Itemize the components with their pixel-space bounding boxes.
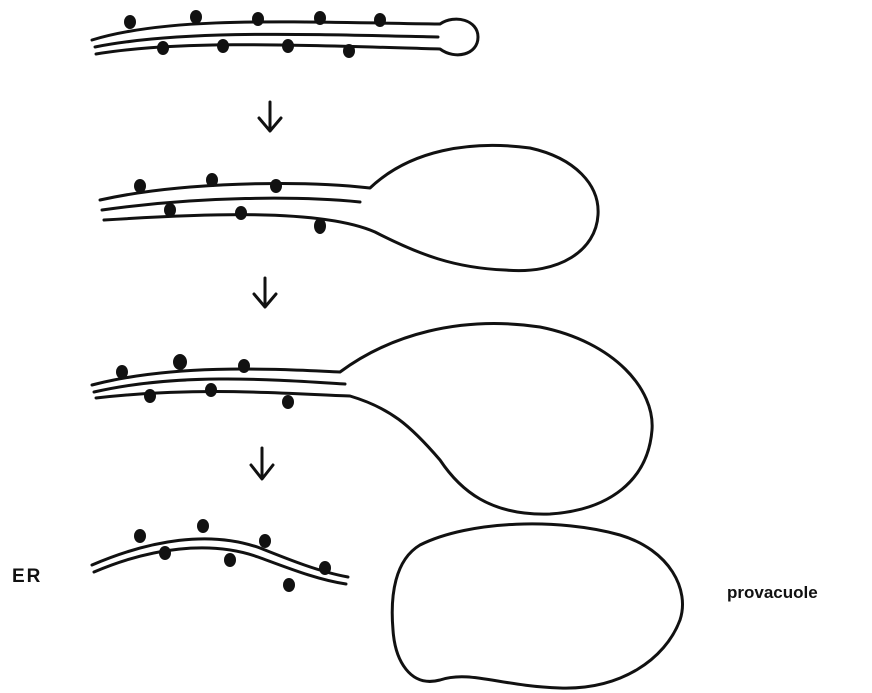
- stage-2-er-strand: [100, 145, 598, 270]
- stage-4-er-strand: [92, 519, 348, 592]
- stage-3-er-strand: [92, 324, 652, 515]
- er-label: ER: [12, 566, 42, 588]
- provacuole-shape: [392, 524, 682, 688]
- stage-3-ribosomes: [116, 354, 294, 409]
- stage-4-ribosomes: [134, 519, 331, 592]
- stage-1-er-strand: [92, 10, 478, 58]
- provacuole-label: provacuole: [727, 583, 818, 603]
- down-arrow-3: [251, 448, 273, 479]
- down-arrow-1: [259, 102, 281, 131]
- down-arrow-2: [254, 278, 276, 307]
